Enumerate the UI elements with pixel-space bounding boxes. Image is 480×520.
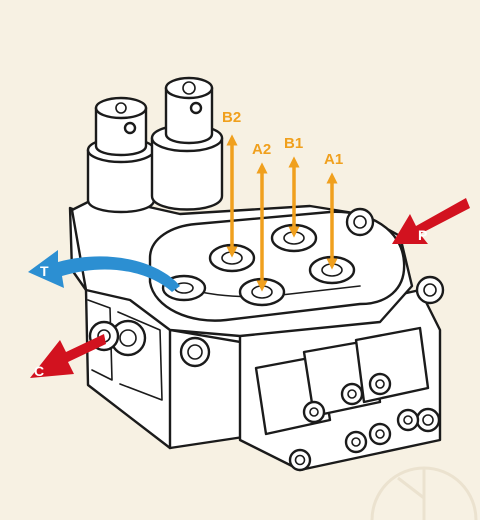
tank-label: T	[40, 263, 49, 279]
carryover-label: C	[34, 363, 44, 379]
port-label-a2: A2	[252, 141, 271, 158]
actuator-tower	[150, 76, 224, 211]
watermark-logo	[370, 466, 478, 520]
spool-screw	[396, 408, 420, 432]
bolt-head	[179, 336, 211, 368]
pressure-arrow: P	[392, 198, 470, 244]
port-arrow-b2: B2	[222, 109, 241, 258]
port-arrow-a2: A2	[252, 141, 271, 292]
tank-arrow: T	[28, 250, 180, 292]
bolt-head	[345, 207, 375, 237]
spool-screw	[302, 400, 326, 424]
spool-screw	[368, 372, 392, 396]
bolt-head	[288, 448, 312, 472]
bolt-head	[415, 407, 441, 433]
actuator-tower	[86, 96, 156, 214]
port-label-a1: A1	[324, 151, 343, 168]
body-bolts	[109, 207, 445, 472]
bolt-head	[415, 275, 445, 305]
port-arrow-a1: A1	[324, 151, 343, 270]
pressure-label: P	[418, 227, 427, 243]
port-label-b2: B2	[222, 109, 241, 126]
port-arrow-b1: B1	[284, 135, 303, 238]
spool-screw	[344, 430, 368, 454]
spool-caps	[254, 326, 430, 454]
carryover-arrow: C	[30, 334, 106, 379]
spool-screw	[340, 382, 364, 406]
spool-screw	[368, 422, 392, 446]
port-label-b1: B1	[284, 135, 303, 152]
